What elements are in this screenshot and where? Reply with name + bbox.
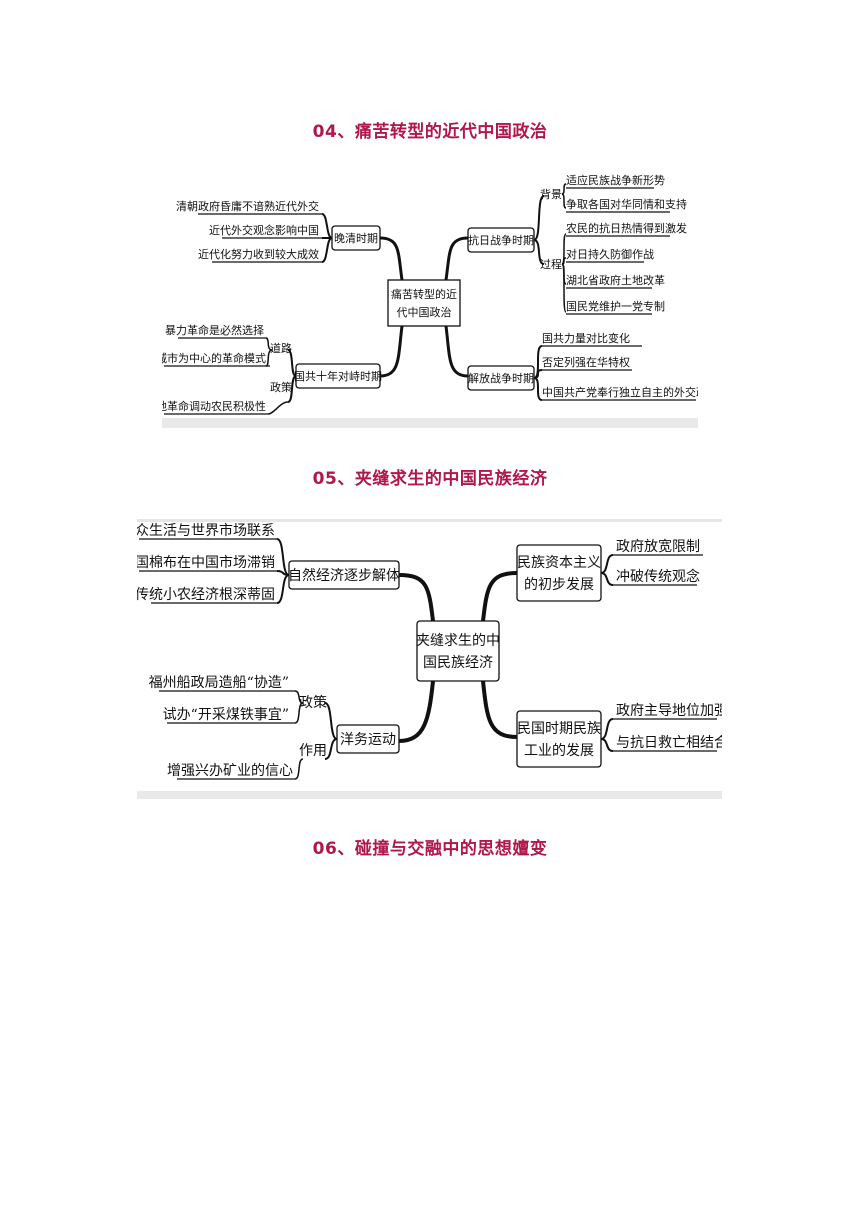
decade-item-3: 土地革命调动农民积极性 xyxy=(162,399,266,413)
branch-line xyxy=(600,554,614,574)
branch-line xyxy=(267,401,289,415)
branch-line xyxy=(481,571,518,622)
section-06-title: 06、碰撞与交融中的思想嬗变 xyxy=(312,839,548,859)
westernization-policy-label: 政策 xyxy=(299,694,327,711)
bottom-strip xyxy=(162,418,698,428)
late-qing-item-3: 近代化努力收到较大成效 xyxy=(198,247,319,261)
center-node xyxy=(387,279,461,327)
war-item-1: 适应民族战争新形势 xyxy=(566,173,665,187)
branch-line xyxy=(481,680,518,739)
westernization-item-1: 福州船政局造船“协造” xyxy=(149,675,289,691)
branch-line xyxy=(287,375,297,403)
republic-item-1: 政府主导地位加强 xyxy=(616,703,722,719)
liberation-item-3: 中国共产党奉行独立自主的外交政策 xyxy=(542,385,698,399)
mindmap-modern-politics: 痛苦转型的近 代中国政治 晚清时期 清朝政府昏庸不谙熟近代外交 近代外交观念影响… xyxy=(162,172,698,428)
center-line-2: 代中国政治 xyxy=(397,305,452,319)
branch-line xyxy=(533,195,545,241)
top-strip xyxy=(137,519,722,522)
section-05-title: 05、夹缝求生的中国民族经济 xyxy=(312,469,548,489)
node-decade-label: 国共十年对峙时期 xyxy=(294,369,382,383)
natural-item-2: 英国棉布在中国市场滞销 xyxy=(137,554,275,571)
center-line-1: 痛苦转型的近 xyxy=(391,287,457,301)
branch-line xyxy=(600,718,614,740)
branch-line xyxy=(321,237,333,263)
node-liberation-label: 解放战争时期 xyxy=(468,371,534,385)
war-item-2: 争取各国对华同情和支持 xyxy=(566,197,687,211)
node-republic-line-2: 工业的发展 xyxy=(524,743,594,759)
node-natural-economy-label: 自然经济逐步解体 xyxy=(288,567,400,584)
branch-line xyxy=(379,236,404,281)
natural-item-1: 民众生活与世界市场联系 xyxy=(137,522,275,539)
branch-line xyxy=(398,573,435,622)
late-qing-item-2: 近代外交观念影响中国 xyxy=(209,223,319,237)
node-westernization-label: 洋务运动 xyxy=(340,732,396,748)
branch-line xyxy=(561,263,567,313)
war-item-3: 农民的抗日热情得到激发 xyxy=(566,221,687,235)
natural-item-3: 传统小农经济根深蒂固 xyxy=(137,587,275,603)
bottom-strip xyxy=(137,791,722,799)
branch-line xyxy=(276,574,290,604)
section-04-title: 04、痛苦转型的近代中国政治 xyxy=(312,122,548,142)
branch-line xyxy=(379,325,404,378)
war-item-6: 国民党维护一党专制 xyxy=(566,299,665,313)
mindmap-national-economy: 夹缝求生的中 国民族经济 自然经济逐步解体 民众生活与世界市场联系 英国棉布在中… xyxy=(137,519,722,799)
node-capitalism-line-2: 的初步发展 xyxy=(524,576,594,593)
liberation-item-2: 否定列强在华特权 xyxy=(542,355,630,369)
branch-line xyxy=(324,702,338,740)
node-capitalism-line-1: 民族资本主义 xyxy=(517,555,601,571)
branch-line xyxy=(561,193,567,209)
republic-item-2: 与抗日救亡相结合 xyxy=(616,735,722,751)
branch-line xyxy=(294,758,304,780)
branch-line xyxy=(398,680,435,743)
war-background-label: 背景 xyxy=(540,187,562,201)
branch-line xyxy=(600,738,614,752)
westernization-item-3: 增强兴办矿业的信心 xyxy=(167,763,293,779)
branch-line xyxy=(321,213,333,239)
westernization-item-2: 试办“开采煤铁事宜” xyxy=(163,707,289,723)
branch-line xyxy=(600,572,614,586)
branch-line xyxy=(287,349,297,377)
node-late-qing-label: 晚清时期 xyxy=(334,232,378,245)
decade-item-1: 暴力革命是必然选择 xyxy=(165,323,264,337)
branch-line xyxy=(324,738,338,760)
decade-road-label: 道路 xyxy=(270,341,292,355)
branch-line xyxy=(533,239,545,265)
center-line-2: 国民族经济 xyxy=(423,655,493,671)
war-item-5: 湖北省政府土地改革 xyxy=(566,273,665,287)
decade-item-2: 以城市为中心的革命模式 xyxy=(162,351,266,365)
center-line-1: 夹缝求生的中 xyxy=(416,633,500,649)
capitalism-item-1: 政府放宽限制 xyxy=(616,538,700,555)
liberation-item-1: 国共力量对比变化 xyxy=(542,331,630,345)
decade-policy-label: 政策 xyxy=(270,380,292,394)
capitalism-item-2: 冲破传统观念 xyxy=(616,568,700,585)
war-process-label: 过程 xyxy=(540,258,562,271)
war-item-4: 对日持久防御作战 xyxy=(566,247,654,261)
node-republic-line-1: 民国时期民族 xyxy=(517,721,601,737)
branch-line xyxy=(444,325,469,378)
branch-line xyxy=(444,236,469,281)
branch-line xyxy=(533,377,543,401)
branch-line xyxy=(294,702,304,724)
late-qing-item-1: 清朝政府昏庸不谙熟近代外交 xyxy=(176,199,319,213)
node-war-label: 抗日战争时期 xyxy=(468,233,534,247)
center-node xyxy=(416,620,500,682)
westernization-effect-label: 作用 xyxy=(299,743,327,759)
